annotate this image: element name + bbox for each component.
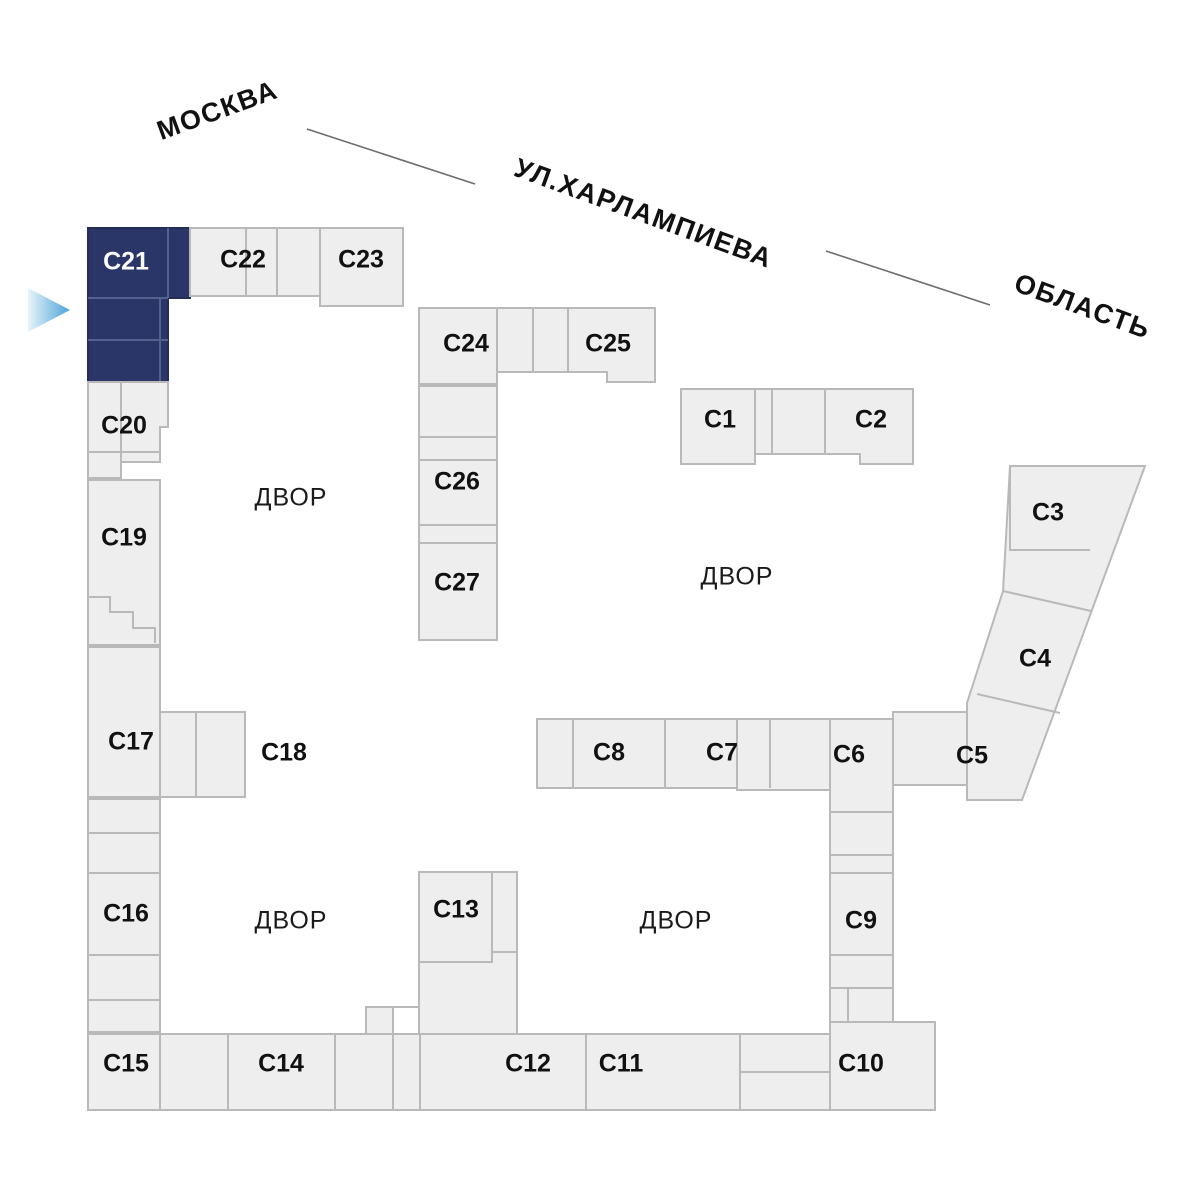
unit-label-C17: C17 xyxy=(108,728,154,756)
building-C20-dividers xyxy=(88,382,160,462)
building-C19[interactable] xyxy=(87,479,161,646)
yard-label-southeast: ДВОР xyxy=(640,907,713,935)
unit-label-C26: C26 xyxy=(434,468,480,496)
building-C20[interactable] xyxy=(87,381,169,479)
southeast-row-dividers xyxy=(419,1022,831,1110)
building-C19-dividers xyxy=(88,596,156,643)
unit-label-C3: C3 xyxy=(1032,499,1064,527)
mid-row-dividers xyxy=(572,719,831,790)
unit-label-C13: C13 xyxy=(433,896,479,924)
unit-label-C19: C19 xyxy=(101,524,147,552)
unit-label-C7: C7 xyxy=(706,739,738,767)
yard-labels: ДВОР ДВОР ДВОР ДВОР xyxy=(255,484,774,935)
unit-label-C18: C18 xyxy=(261,739,307,767)
unit-label-C22: C22 xyxy=(220,246,266,274)
unit-label-C11: C11 xyxy=(599,1050,644,1078)
unit-label-C15: C15 xyxy=(103,1050,149,1078)
unit-label-C21: C21 xyxy=(103,248,149,276)
unit-label-C9: C9 xyxy=(845,907,877,935)
mid-row xyxy=(536,718,894,813)
unit-label-C10: C10 xyxy=(838,1050,884,1078)
unit-labels: C21 C22 C23 C24 C25 C26 C27 C20 C19 C17 … xyxy=(101,246,1064,1078)
east-wing xyxy=(892,465,1147,801)
street-label-oblast: ОБЛАСТЬ xyxy=(1010,268,1154,345)
building-C16-dividers xyxy=(88,832,160,1001)
building-C24-C25[interactable] xyxy=(418,307,656,385)
yard-label-southwest: ДВОР xyxy=(255,907,328,935)
yard-label-northwest: ДВОР xyxy=(255,484,328,512)
building-C21-dividers xyxy=(88,228,169,382)
street-labels: МОСКВА УЛ.ХАРЛАМПИЕВА ОБЛАСТЬ xyxy=(153,75,1155,345)
unit-label-C4: C4 xyxy=(1019,645,1051,673)
building-C26-C27[interactable] xyxy=(418,385,498,641)
east-wing-dividers xyxy=(966,466,1092,785)
building-C3-C4-C5[interactable] xyxy=(892,465,1147,801)
unit-label-C5: C5 xyxy=(956,742,988,770)
leader-line-oblast xyxy=(825,250,991,306)
unit-label-C12: C12 xyxy=(505,1050,551,1078)
central-south-dividers xyxy=(419,436,497,544)
unit-label-C6: C6 xyxy=(833,741,865,769)
north-row-dividers xyxy=(245,228,321,296)
c13-column xyxy=(365,871,518,1035)
unit-label-C23: C23 xyxy=(338,246,384,274)
central-north-dividers xyxy=(496,308,569,372)
unit-label-C16: C16 xyxy=(103,900,149,928)
building-C17[interactable] xyxy=(87,646,246,798)
southeast-row xyxy=(392,1021,936,1111)
street-label-kharlampieva: УЛ.ХАРЛАМПИЕВА xyxy=(511,153,777,274)
street-label-moscow: МОСКВА xyxy=(153,75,282,146)
east-column xyxy=(829,811,894,1033)
entrance-arrow-icon[interactable] xyxy=(28,288,70,332)
leader-line-moscow xyxy=(306,128,476,185)
northeast-row xyxy=(680,388,914,465)
unit-label-C20: C20 xyxy=(101,412,147,440)
northeast-row-dividers xyxy=(754,389,826,454)
unit-label-C14: C14 xyxy=(258,1050,304,1078)
yard-label-northeast: ДВОР xyxy=(701,563,774,591)
building-C1-C2[interactable] xyxy=(680,388,914,465)
north-row xyxy=(189,227,404,307)
unit-label-C1: C1 xyxy=(704,406,736,434)
bottom-west-row-dividers xyxy=(159,1034,336,1110)
building-C22-C23[interactable] xyxy=(189,227,404,307)
unit-label-C25: C25 xyxy=(585,330,631,358)
unit-label-C24: C24 xyxy=(443,330,489,358)
unit-label-C2: C2 xyxy=(855,406,887,434)
west-wing xyxy=(87,227,421,1111)
central-block xyxy=(418,307,656,641)
unit-label-C27: C27 xyxy=(434,569,480,597)
unit-label-C8: C8 xyxy=(593,739,625,767)
